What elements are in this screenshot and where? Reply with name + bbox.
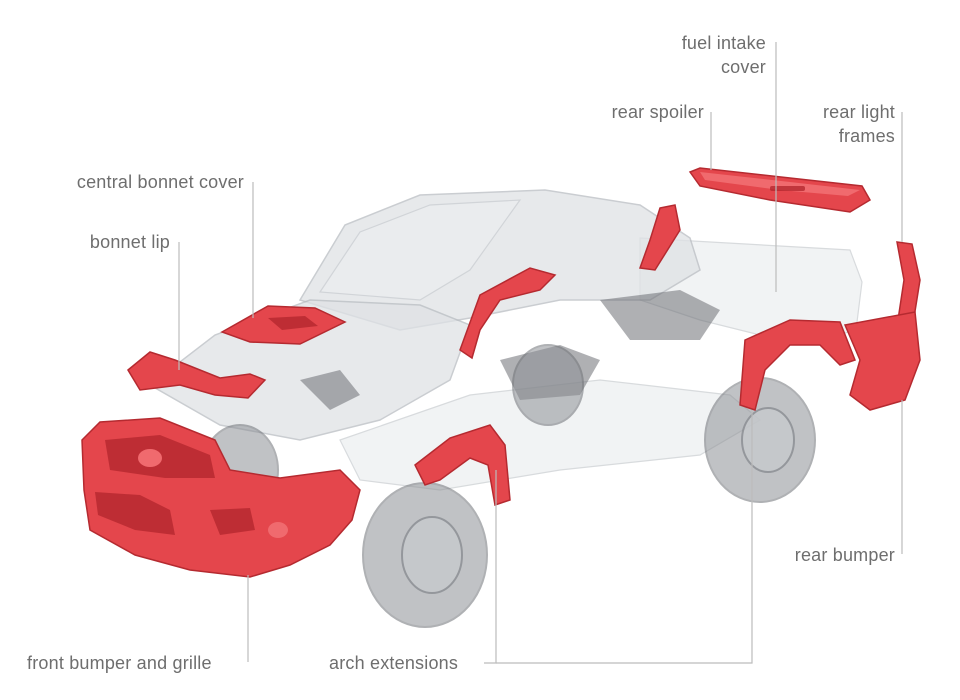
- label-bonnet-lip: bonnet lip: [89, 232, 170, 252]
- front-bumper-grille-part: [81, 417, 361, 578]
- fuel-intake-cover-part: [638, 204, 681, 271]
- label-fuel-intake-cover: fuel intake cover: [681, 33, 766, 77]
- label-front-bumper-and-grille: front bumper and grille: [27, 653, 212, 673]
- label-rear-bumper: rear bumper: [794, 545, 895, 565]
- bonnet-lip-part: [127, 351, 267, 399]
- label-central-bonnet-cover: central bonnet cover: [76, 172, 244, 192]
- rear-bumper-part: [843, 311, 921, 411]
- rear-arch-extension-part: [739, 319, 856, 411]
- rear-wheel: [512, 344, 816, 503]
- rear-spoiler-part: [688, 167, 872, 213]
- front-arch-extension-part: [414, 424, 511, 506]
- label-arch-extensions: arch extensions: [329, 653, 459, 673]
- leader-arch-extensions-rear: [496, 410, 753, 664]
- bed-arch-piece-part: [459, 267, 557, 360]
- leader-lines: [178, 42, 903, 664]
- label-rear-light-frames: rear light frames: [822, 102, 895, 146]
- label-rear-spoiler: rear spoiler: [611, 102, 704, 122]
